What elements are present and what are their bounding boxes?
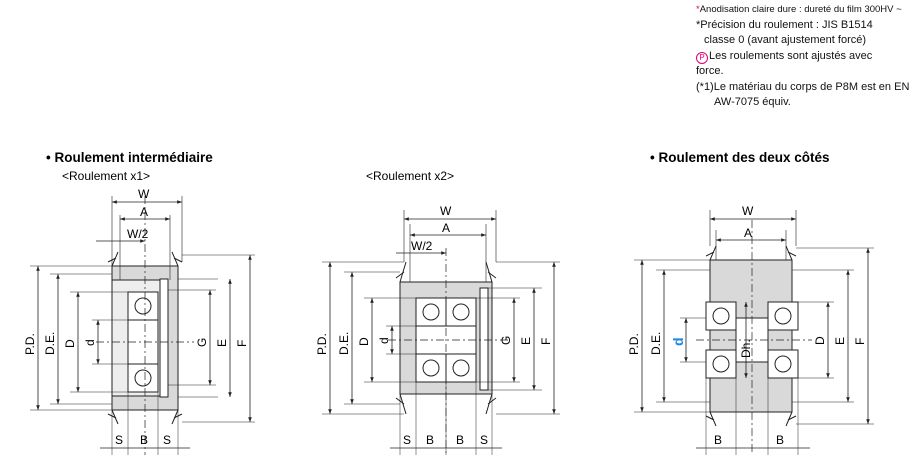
dim-A-3: A <box>744 226 752 240</box>
dim-E-3: E <box>833 337 847 345</box>
dim-F-3: F <box>853 338 867 345</box>
dim-W-3: W <box>742 204 754 218</box>
note-anodisation: *Anodisation claire dure : dureté du fil… <box>696 4 902 15</box>
dim-DE-2: D.E. <box>337 332 351 355</box>
notes-block: *Anodisation claire dure : dureté du fil… <box>696 2 909 111</box>
dim-F-1: F <box>235 340 249 347</box>
dim-B-3a: B <box>714 433 722 447</box>
dim-S-1a: S <box>115 433 123 447</box>
dim-E-2: E <box>519 337 533 345</box>
dim-F-2: F <box>539 338 553 345</box>
note-material-1: (*1)Le matériau du corps de P8M est en E… <box>696 80 909 93</box>
dim-d-3-highlight: d <box>670 337 686 346</box>
note-precision-1: *Précision du roulement : JIS B1514 <box>696 18 873 31</box>
section3-title: • Roulement des deux côtés <box>650 150 830 165</box>
dim-S-1b: S <box>163 433 171 447</box>
drawing-both-sides <box>634 210 874 455</box>
press-fit-icon: P <box>696 51 708 64</box>
dim-W-1: W <box>138 187 150 201</box>
dim-PD-2: P.D. <box>315 333 329 355</box>
dim-W-2: W <box>440 204 452 218</box>
dim-B-2b: B <box>456 433 464 447</box>
dim-S-2b: S <box>480 433 488 447</box>
dim-E-1: E <box>215 339 229 347</box>
note-precision-2: classe 0 (avant ajustement forcé) <box>704 34 867 46</box>
dim-Dh-3: Dh. <box>739 339 753 358</box>
drawing-intermediate <box>30 196 255 455</box>
drawing-double-labels: W A W/2 P.D. D.E. D d G E F S B B S <box>315 204 553 447</box>
dim-B-1: B <box>140 433 148 447</box>
dim-PD-3: P.D. <box>627 333 641 355</box>
dim-d-2: d <box>377 337 391 344</box>
dim-DE-1: D.E. <box>43 332 57 355</box>
dim-W2-2: W/2 <box>411 239 433 253</box>
dim-d-1: d <box>83 339 97 346</box>
asterisk-mark: * <box>696 4 700 15</box>
drawing-both-sides-labels: W A P.D. D.E. d Dh. D E F B B <box>627 204 867 447</box>
section1-labels: • Roulement intermédiaire <Roulement x1> <box>46 150 213 183</box>
dim-G-2: G <box>499 336 513 345</box>
dim-A-2: A <box>442 221 450 235</box>
note-material-2: AW-7075 équiv. <box>714 96 791 108</box>
dim-A-1: A <box>140 205 148 219</box>
dim-G-1: G <box>195 338 209 347</box>
dim-B-3b: B <box>776 433 784 447</box>
dim-D-3: D <box>813 336 827 345</box>
drawing-double <box>322 210 560 455</box>
drawing-intermediate-labels: W A W/2 P.D. D.E. D d G E F S B S <box>23 187 249 447</box>
dim-D-2: D <box>357 337 371 346</box>
dim-PD-1: P.D. <box>23 333 37 355</box>
section1-title: • Roulement intermédiaire <box>46 150 213 165</box>
dim-S-2a: S <box>403 433 411 447</box>
section1-subtitle: <Roulement x1> <box>62 169 150 183</box>
section2-subtitle: <Roulement x2> <box>366 169 454 183</box>
note-press-fit-2: force. <box>696 65 724 77</box>
dim-B-2a: B <box>426 433 434 447</box>
dim-W2-1: W/2 <box>127 227 149 241</box>
section2-labels: <Roulement x2> <box>366 169 454 183</box>
dim-DE-3: D.E. <box>649 332 663 355</box>
section3-labels: • Roulement des deux côtés <box>650 150 830 165</box>
dim-D-1: D <box>63 339 77 348</box>
